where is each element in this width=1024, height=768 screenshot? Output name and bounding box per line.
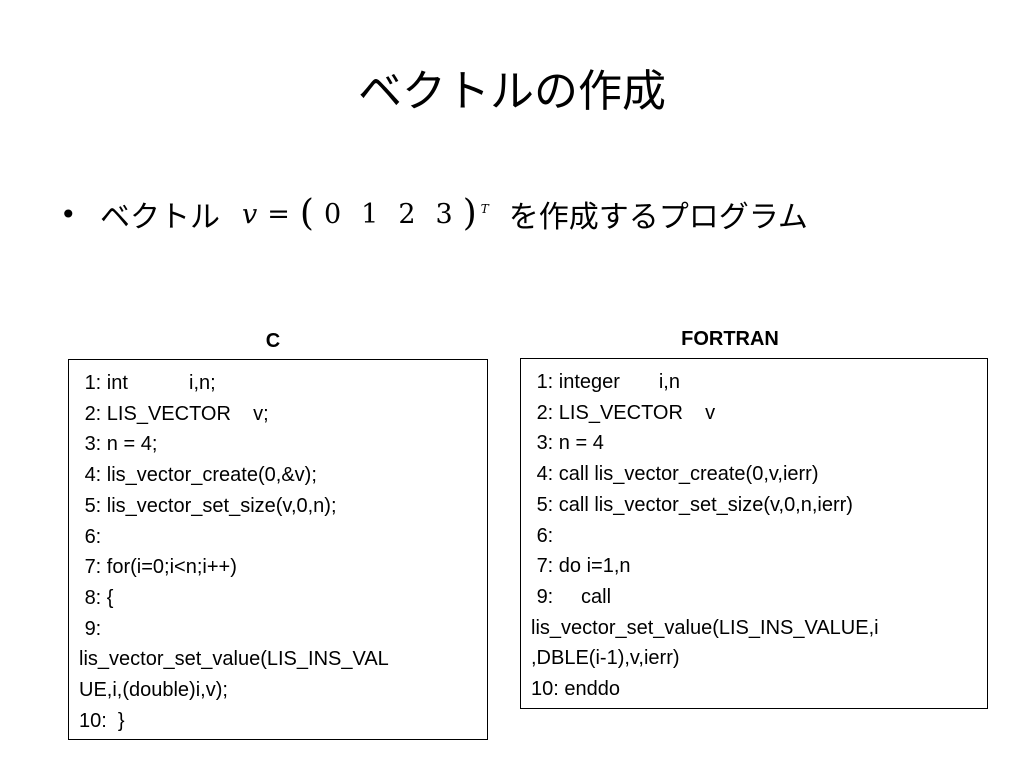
bullet-icon: • — [60, 197, 77, 231]
c-code-box: 1: int i,n; 2: LIS_VECTOR v; 3: n = 4; 4… — [68, 359, 488, 740]
bullet-suffix: を作成するプログラム — [508, 200, 808, 235]
code-line: 10: } — [79, 709, 125, 732]
formula-close-paren: ) — [462, 193, 477, 234]
code-line: 1: integer i,n — [531, 371, 680, 393]
code-line: lis_vector_set_value(LIS_INS_VAL — [79, 648, 389, 671]
formula-open-paren: ( — [299, 193, 314, 234]
code-line: 7: for(i=0;i<n;i++) — [79, 556, 237, 579]
formula-equals: = — [267, 198, 290, 230]
code-line: 4: call lis_vector_create(0,v,ierr) — [531, 463, 819, 486]
code-line: 1: int i,n; — [79, 372, 216, 394]
formula-value: 2 — [398, 198, 416, 230]
vector-formula: v = ( 0 1 2 3 ) T — [242, 196, 489, 232]
code-line: 5: lis_vector_set_size(v,0,n); — [79, 494, 337, 517]
code-line: 3: n = 4; — [79, 433, 158, 456]
fortran-code-box: 1: integer i,n 2: LIS_VECTOR v 3: n = 4 … — [520, 358, 988, 709]
slide-title: ベクトルの作成 — [358, 66, 666, 117]
code-line: ,DBLE(i-1),v,ierr) — [531, 647, 680, 670]
code-line: 7: do i=1,n — [531, 555, 631, 578]
bullet-item: • ベクトル v = ( 0 1 2 3 ) T を作成するプログラム — [60, 186, 808, 242]
code-line: 3: n = 4 — [531, 432, 604, 455]
code-line: lis_vector_set_value(LIS_INS_VALUE,i — [531, 616, 879, 639]
code-line: UE,i,(double)i,v); — [79, 679, 228, 702]
code-line: 5: call lis_vector_set_size(v,0,n,ierr) — [531, 493, 853, 516]
formula-variable: v — [242, 198, 258, 230]
formula-value: 1 — [361, 198, 379, 230]
formula-value: 0 — [323, 198, 342, 230]
code-line: 2: LIS_VECTOR v; — [79, 402, 269, 425]
c-column-header: C — [265, 330, 281, 352]
code-line: 8: { — [79, 586, 114, 609]
code-line: 10: enddo — [531, 678, 620, 701]
code-line: 9: — [79, 617, 102, 640]
formula-transpose-superscript: T — [480, 202, 489, 216]
code-line: 4: lis_vector_create(0,&v); — [79, 464, 317, 487]
bullet-prefix: ベクトル — [100, 200, 220, 235]
code-line: 2: LIS_VECTOR v — [531, 401, 716, 424]
formula-value: 3 — [435, 198, 453, 230]
code-line: 9: call — [531, 585, 612, 608]
code-line: 6: — [79, 525, 102, 548]
fortran-column-header: FORTRAN — [681, 328, 779, 350]
code-line: 6: — [531, 524, 554, 547]
